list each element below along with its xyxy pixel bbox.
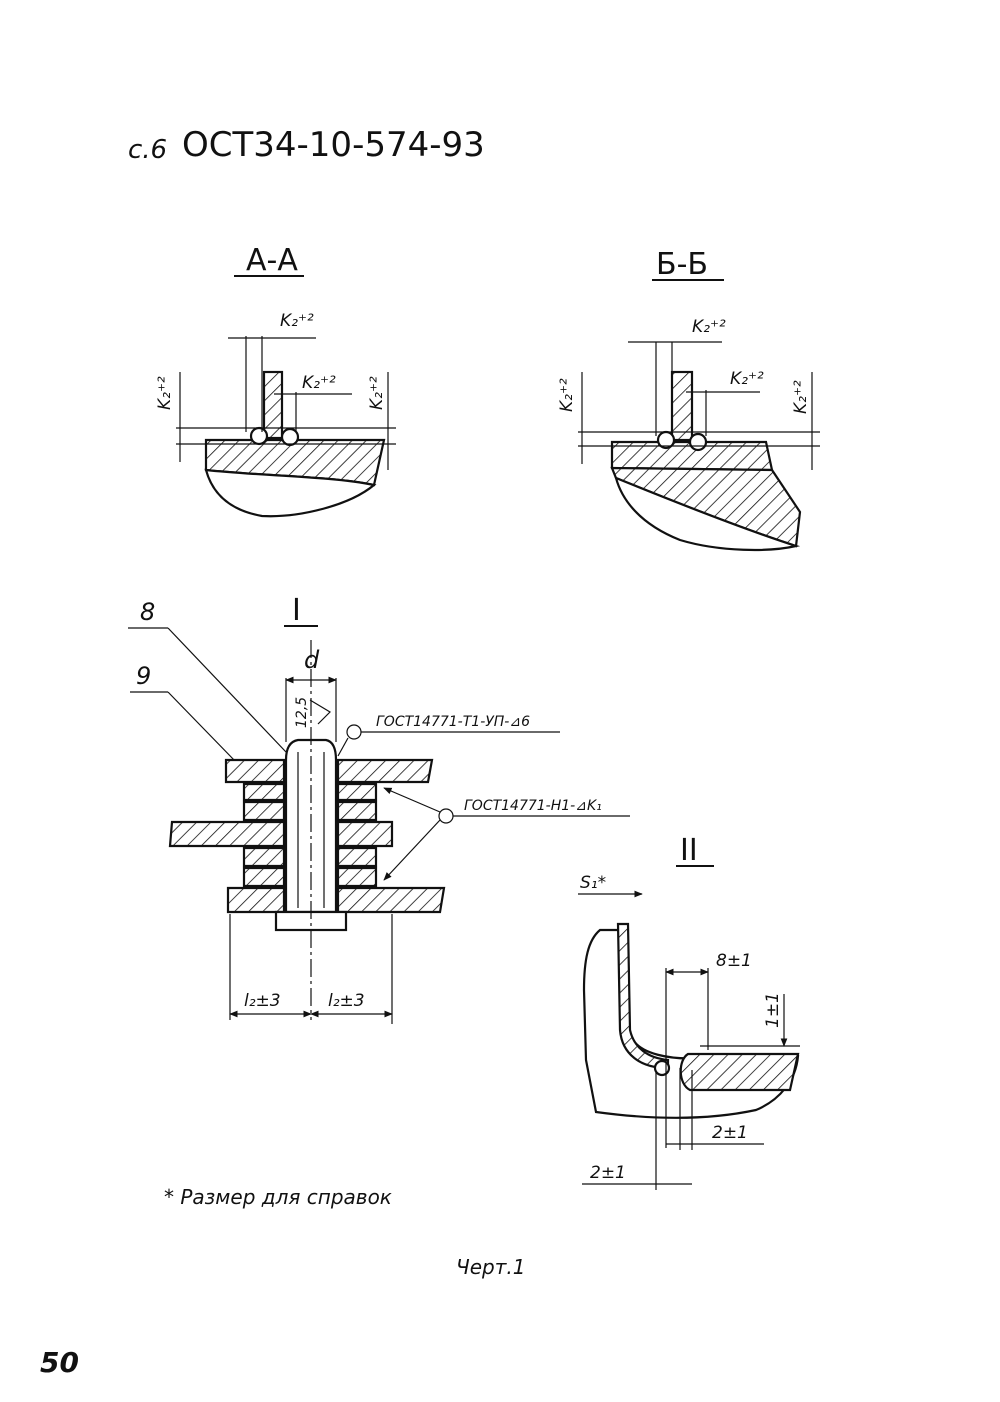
detail-2-weld [653,1059,671,1077]
weld-note-top: ГОСТ14771-Т1-УП-⊿6 [376,714,530,730]
weld-note-side: ГОСТ14771-Н1-⊿K₁ [464,798,602,814]
aa-dim-top: K₂⁺² [280,311,314,331]
bb-dim-top: K₂⁺² [692,317,726,337]
section-bb-title: Б-Б [656,247,708,282]
middle-plate-right [336,820,394,848]
part-9-label: 9 [136,662,151,690]
section-aa-title: А-А [246,243,298,278]
bb-vertical-plate [670,370,694,442]
aa-dim-right: K₂⁺² [367,376,387,410]
bb-dim-right: K₂⁺² [791,380,811,414]
page-number: 50 [40,1346,79,1379]
part-8-leader [167,627,287,753]
part-8-label: 8 [140,598,155,626]
dim-gap-a: 2±1 [712,1123,748,1143]
standard-code: ОСТ34-10-574-93 [182,125,485,165]
aa-dim-mid: K₂⁺² [302,373,336,393]
section-aa: А-А K₂⁺² K₂⁺² K₂⁺² K₂⁺² [155,243,396,518]
aa-vertical-plate [262,370,284,440]
sheet-ref: с.6 [128,135,167,165]
bb-plate-body [614,476,801,551]
aa-weld-left [249,426,269,446]
detail-2-title: II [680,833,698,868]
detail-2: II S₁* 8±1 1±1 2±1 2±1 [578,833,800,1190]
dim-vertical: 1±1 [763,992,783,1028]
bb-dim-mid: K₂⁺² [730,369,764,389]
dim-l2-right: l₂±3 [328,991,365,1011]
page-header: с.6 ОСТ34-10-574-93 [128,125,485,165]
bottom-plate-right [336,886,446,914]
aa-weld-right [280,427,300,447]
detail-1: I 8 9 d 12,5 [128,593,630,1024]
dim-l2-left: l₂±3 [244,991,281,1011]
bottom-plate-left [226,886,286,914]
dim-gap-b: 2±1 [590,1163,626,1183]
detail-1-title: I [292,593,301,628]
part-9-leader [167,691,237,763]
roughness-value: 12,5 [294,697,310,728]
bb-weld-right [688,432,708,452]
shell-wall [616,922,670,1070]
bb-dim-left: K₂⁺² [557,378,577,412]
aa-plate-body [204,468,377,518]
dim-8: 8±1 [716,951,752,971]
drawing-label: Черт.1 [456,1255,525,1279]
diameter-label: d [304,646,320,674]
roughness-icon [309,699,331,725]
top-plate-right [336,758,434,784]
footnote: * Размер для справок [164,1185,392,1209]
aa-dim-left: K₂⁺² [155,376,175,410]
middle-plate-left [168,820,286,848]
thickness-label: S₁* [580,873,606,893]
section-bb: Б-Б K₂⁺² K₂⁺² K₂⁺² K₂⁺² [557,247,820,551]
flange-plate [679,1052,800,1092]
top-plate-left [224,758,286,784]
